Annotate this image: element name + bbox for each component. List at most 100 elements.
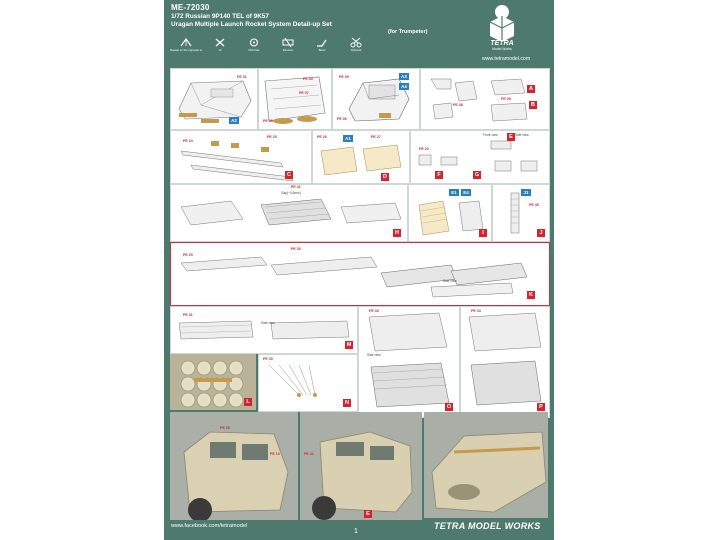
model-rear-image	[424, 412, 548, 518]
part-label: PE 31	[183, 313, 193, 317]
step-badge-e-photo: E	[364, 510, 372, 518]
legend-item: Remove	[272, 37, 304, 63]
part-label: PE 29	[183, 253, 193, 257]
step-badge-g: G	[473, 171, 481, 179]
frame-diagram	[264, 76, 326, 124]
side-view-note: Side view	[443, 279, 457, 283]
product-code: ME-72030	[171, 3, 210, 12]
part-label: PE 39	[263, 357, 273, 361]
model-cab-image	[170, 412, 298, 520]
logo-wordmark: TETRA	[490, 40, 514, 47]
part-label: PE 03	[303, 77, 313, 81]
part-label: PE 27	[371, 135, 381, 139]
part-label: PE 24	[183, 139, 193, 143]
launcher-frame-diagram	[180, 256, 528, 298]
part-label: PE 08	[263, 119, 273, 123]
step-badge-i: I	[479, 229, 487, 237]
cab-diagram	[348, 78, 410, 122]
part-label: PE 42	[304, 452, 314, 456]
step-j-panel: J1 J PE 45	[492, 184, 550, 242]
step-a-b-panel: A B PE 38 PE 09	[420, 68, 550, 130]
model-front-image	[300, 412, 422, 520]
part-label: PE 38	[453, 103, 463, 107]
step-badge-a1: A1	[343, 135, 353, 142]
legend-item: Bend	[306, 37, 338, 63]
step-badge-m: M	[345, 341, 353, 349]
step-n-panel: N PE 39	[258, 354, 358, 412]
drill-icon	[249, 38, 259, 47]
cable-diagram	[268, 364, 317, 397]
part-label: PE 45	[529, 203, 539, 207]
step-badge-d: D	[381, 173, 389, 181]
website-link[interactable]: www.tetramodel.com	[482, 56, 531, 62]
step-badge-k: K	[527, 291, 535, 299]
remove-icon	[282, 37, 294, 48]
step-k-panel: Side view K PE 29 PE 30	[170, 242, 550, 306]
page-number: 1	[354, 528, 358, 535]
legend-item: Drill hole	[238, 37, 270, 63]
step-a-detail-panel: PE 03 PE 07 PE 08	[258, 68, 332, 130]
step-badge-f: F	[435, 171, 443, 179]
step-badge-o: O	[445, 403, 453, 411]
compatible-kit: (for Trumpeter)	[388, 29, 428, 35]
front-view-note: Front view	[483, 133, 498, 137]
hull-diagram	[178, 80, 252, 123]
small-parts-diagram	[418, 140, 538, 172]
part-label: PE 41	[291, 185, 301, 189]
legend-label: Remove	[282, 49, 294, 52]
part-label: PE 33	[369, 309, 379, 313]
rocket-tubes-photo: L	[170, 354, 256, 410]
symbol-legend: Repeat on the opposite side x2 Drill hol…	[170, 37, 376, 63]
step-badge-e4: E4	[461, 189, 471, 196]
bracket-diagram	[430, 78, 528, 122]
side-view-note: Side view	[367, 353, 381, 357]
title-line-1: 1/72 Russian 9P140 TEL of 9K57	[171, 13, 269, 20]
footer-brand: TETRA MODEL WORKS	[434, 521, 541, 531]
step-m-panel: Side view M PE 31	[170, 306, 358, 354]
side-view-note: Side view	[515, 133, 529, 137]
deck-diagram	[180, 198, 402, 226]
side-view-note: Side view	[261, 321, 275, 325]
step-c-panel: C PE 24 PE 25	[170, 130, 312, 184]
step-badge-h: H	[393, 229, 401, 237]
step-e-g-panel: Front view Side view F G E PE 20	[410, 130, 550, 184]
step-i-panel: E1 E4 I	[408, 184, 492, 242]
part-label: PE 30	[291, 247, 301, 251]
step-badge-a3: A3	[399, 73, 409, 80]
cut-icon	[350, 37, 362, 48]
step-badge-b: B	[529, 101, 537, 109]
box-diagram	[320, 144, 402, 176]
platform-diagram	[368, 312, 450, 408]
grille-diagram	[418, 200, 484, 236]
legend-label: Bend	[318, 49, 326, 52]
gap-note: Gap(~0.5mm)	[281, 191, 301, 195]
step-h-panel: Gap(~0.5mm) H PE 41	[170, 184, 408, 242]
legend-item: Repeat on the opposite side	[170, 37, 202, 63]
part-label: PE 25	[267, 135, 277, 139]
part-label: PE 10	[270, 452, 280, 456]
step-badge-l: L	[244, 398, 252, 406]
legend-label: x2	[218, 49, 222, 52]
part-label: PE 06	[337, 117, 347, 121]
step-d-panel: A1 D PE 26 PE 27	[312, 130, 410, 184]
part-label: PE 01	[237, 75, 247, 79]
instruction-sheet: ME-72030 1/72 Russian 9P140 TEL of 9K57 …	[164, 0, 554, 540]
legend-item: x2	[204, 37, 236, 63]
step-badge-a2: A2	[229, 117, 239, 124]
part-label: PE 05	[339, 75, 349, 79]
part-label: PE 09	[501, 97, 511, 101]
rocket-tubes-image	[170, 354, 256, 410]
legend-item: Optional	[340, 37, 372, 63]
rear-platform-diagram	[468, 312, 542, 406]
legend-label: Optional	[350, 49, 362, 52]
step-badge-c: C	[285, 171, 293, 179]
title-line-2: Uragan Multiple Launch Rocket System Det…	[171, 21, 332, 28]
step-a-cab-panel: A3 A4 PE 05 PE 06	[332, 68, 420, 130]
step-badge-j1: J1	[521, 189, 531, 196]
product-title: 1/72 Russian 9P140 TEL of 9K57 Uragan Mu…	[171, 13, 332, 29]
rail-diagram	[180, 141, 294, 182]
ladder-diagram	[510, 192, 520, 234]
part-label: PE 20	[419, 147, 429, 151]
facebook-link[interactable]: www.facebook.com/tetramodel	[171, 523, 248, 529]
step-badge-n: N	[343, 399, 351, 407]
